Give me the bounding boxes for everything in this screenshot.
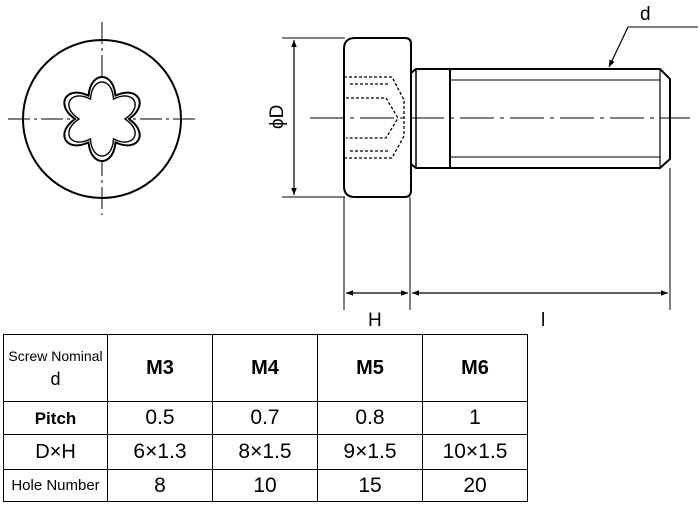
l-label: l	[541, 310, 545, 330]
torx-recess	[63, 75, 141, 163]
size-cell: M4	[212, 334, 318, 402]
head-front-view	[8, 22, 196, 215]
torx-recess-inner	[68, 81, 136, 157]
screw-nominal-d: d	[50, 369, 61, 389]
table-cell: 0.8	[317, 401, 423, 435]
table-cell: 0.7	[212, 401, 318, 435]
table-row: D×H 6×1.3 8×1.5 9×1.5 10×1.5	[3, 434, 528, 470]
table-cell: 8×1.5	[212, 434, 318, 470]
table-row: Pitch 0.5 0.7 0.8 1	[3, 401, 528, 435]
H-label: H	[368, 310, 382, 330]
screw-nominal-header: Screw Nominal d	[3, 334, 108, 402]
row-label: Pitch	[3, 401, 108, 435]
row-label: D×H	[3, 434, 108, 470]
table-cell: 9×1.5	[317, 434, 423, 470]
d-leader-diagonal	[608, 26, 629, 68]
size-cell: M3	[107, 334, 213, 402]
size-cell: M5	[317, 334, 423, 402]
screw-side-view	[310, 37, 690, 198]
screw-head-outline	[343, 37, 412, 198]
spec-table: Screw Nominal d M3 M4 M5 M6 Pitch 0.5 0.…	[3, 334, 528, 502]
table-cell: 10	[212, 469, 318, 502]
phi-D-label: ϕD	[267, 105, 288, 129]
d-label: d	[640, 4, 651, 25]
size-cell: M6	[422, 334, 528, 402]
table-cell: 20	[422, 469, 528, 502]
table-cell: 0.5	[107, 401, 213, 435]
dimension-H-l: H l	[343, 168, 671, 330]
dimension-d-leader: d	[608, 4, 698, 68]
head-outer-circle	[22, 39, 182, 199]
dimension-D: ϕD	[267, 37, 345, 198]
screw-nominal-label: Screw Nominal	[8, 348, 103, 364]
table-cell: 1	[422, 401, 528, 435]
header-row: Screw Nominal d M3 M4 M5 M6	[3, 334, 528, 402]
table-cell: 15	[317, 469, 423, 502]
table-cell: 8	[107, 469, 213, 502]
table-row: Hole Number 8 10 15 20	[3, 469, 528, 502]
row-label: Hole Number	[3, 469, 108, 502]
screw-drawing: ϕD d H l	[8, 4, 698, 330]
table-cell: 6×1.3	[107, 434, 213, 470]
table-cell: 10×1.5	[422, 434, 528, 470]
